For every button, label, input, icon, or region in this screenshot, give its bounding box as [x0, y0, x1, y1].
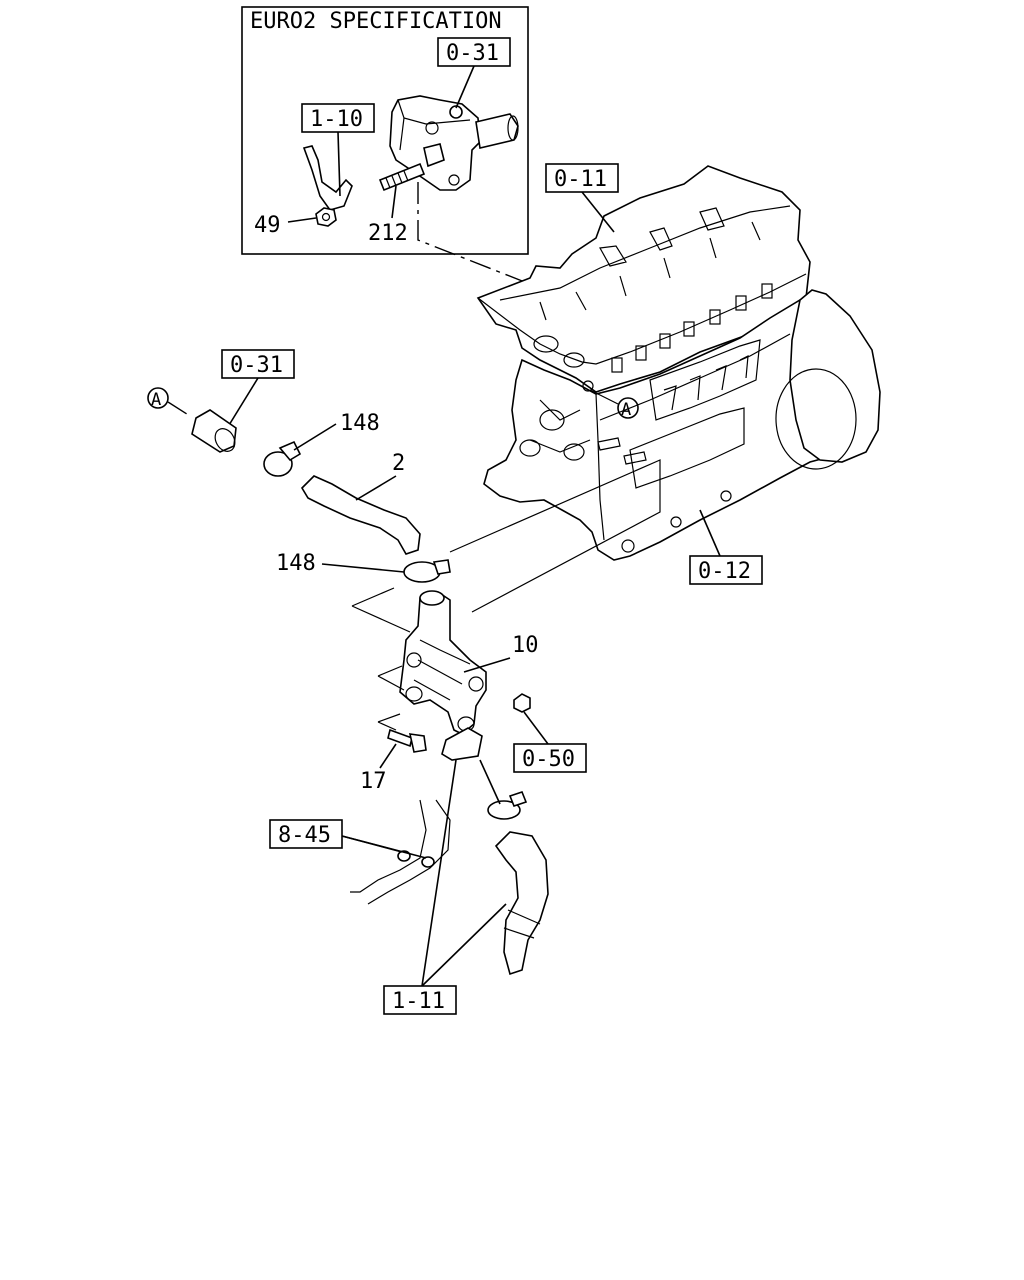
- port-a: [582, 380, 594, 392]
- ref-label-0-50: 0-50: [522, 747, 575, 772]
- radiator-hose: [494, 831, 549, 976]
- engine-block: [476, 165, 881, 561]
- heater-pipes: [350, 799, 451, 905]
- hose-clamp-top: [263, 440, 302, 477]
- coolant-hose: [300, 475, 421, 555]
- leader-2: [355, 475, 397, 501]
- ref-label-0-31-left: 0-31: [230, 353, 283, 378]
- inset-frame: [241, 6, 529, 255]
- ref-label-1-11: 1-11: [392, 989, 445, 1014]
- leader-a-engine: [589, 389, 619, 405]
- ref-label-0-12: 0-12: [698, 559, 751, 584]
- leader-1-10: [337, 131, 341, 197]
- leader-1-11-a: [421, 759, 457, 987]
- part-label-10: 10: [512, 633, 539, 658]
- alignment-lines: [351, 459, 661, 633]
- part-label-2: 2: [392, 451, 405, 476]
- leader-0-31-left: [225, 377, 259, 431]
- ref-label-0-31-top: 0-31: [446, 41, 499, 66]
- thermostat-housing: [399, 590, 487, 735]
- ref-box-0-50[interactable]: [513, 743, 587, 773]
- bolt-17: [387, 728, 427, 753]
- ref-label-0-11: 0-11: [554, 167, 607, 192]
- leader-0-11: [581, 191, 615, 233]
- inset-alignment-line: [417, 182, 541, 289]
- hose-clamp-lower: [487, 791, 528, 820]
- leader-8-45-b: [341, 835, 427, 859]
- euro2-inset: EURO2 SPECIFICATION 0-31: [241, 6, 529, 255]
- bracket: [302, 145, 353, 211]
- leader-148-top: [293, 423, 337, 451]
- leader-10: [463, 657, 511, 673]
- leader-0-50: [523, 711, 549, 745]
- nut-0-50: [513, 693, 531, 713]
- inset-title: EURO2 SPECIFICATION: [250, 9, 502, 34]
- ref-box-8-45[interactable]: [269, 819, 343, 849]
- leader-0-12: [699, 509, 721, 557]
- leader-a-left: [167, 401, 191, 417]
- ref-box-1-11[interactable]: [383, 985, 457, 1015]
- part-label-148-mid: 148: [276, 551, 316, 576]
- nut-49: [315, 207, 337, 227]
- leader-49: [287, 217, 317, 223]
- ref-label-1-10: 1-10: [310, 107, 363, 132]
- stud-212: [378, 162, 426, 192]
- leader-148-mid: [321, 563, 405, 573]
- leader-1-11-c: [479, 759, 501, 805]
- part-label-148-top: 148: [340, 411, 380, 436]
- flywheel-housing: [789, 289, 881, 463]
- leader-0-31-top: [455, 65, 475, 109]
- ref-box-0-12[interactable]: [689, 555, 763, 585]
- leader-212: [391, 185, 397, 219]
- marker-a-engine-label: A: [621, 400, 631, 420]
- ref-label-8-45: 8-45: [278, 823, 331, 848]
- cylinder-head: [476, 165, 811, 393]
- part-label-212: 212: [368, 221, 408, 246]
- gasket: [441, 727, 483, 761]
- leader-17: [379, 743, 397, 769]
- marker-a-engine: [617, 397, 639, 419]
- marker-a-left: [147, 387, 169, 409]
- part-label-49: 49: [254, 213, 281, 238]
- hose-clamp-mid: [403, 559, 451, 583]
- leader-1-11-b: [421, 903, 507, 987]
- water-pipe: [191, 409, 237, 453]
- marker-a-left-label: A: [151, 390, 161, 410]
- part-label-17: 17: [360, 769, 387, 794]
